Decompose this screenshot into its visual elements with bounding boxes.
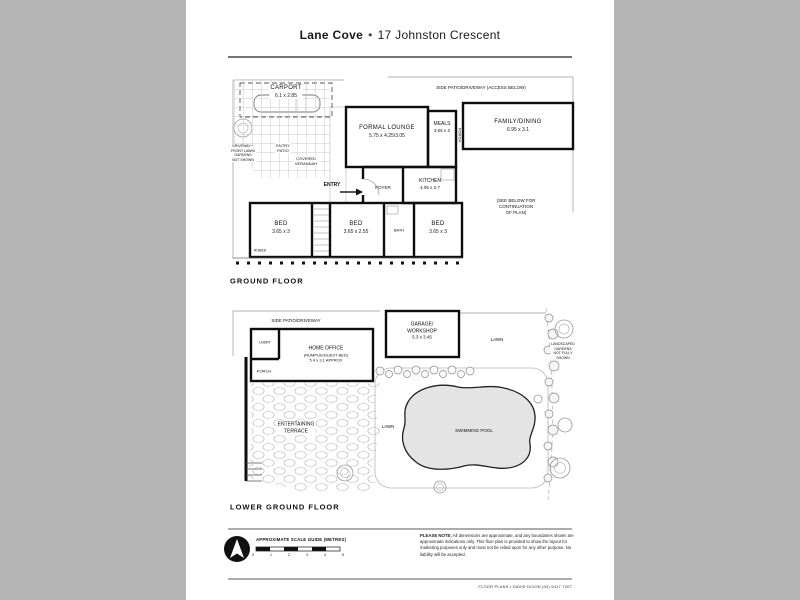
room-label-home-office: HOME OFFICE (RUMPUS/GUEST BED) 5.4 x 3.1… [303,345,349,363]
scale-tick: 3 [306,553,308,557]
room-label-family-dining: FAMILY/DINING 6.95 x 3.1 [494,118,542,133]
label-entertaining-terrace: ENTERTAINING TERRACE [276,421,316,435]
label-covered-verandah: COVERED VERANDAH [293,155,319,167]
page-title: Lane Cove • 17 Johnston Crescent [186,28,614,42]
label-entry-patio: ENTRY PATIO [275,142,291,154]
scale-tick: 1 [270,553,272,557]
room-label-carport: CARPORT 6.1 x 2.85 [269,84,303,100]
label-side-patio-gf: SIDE PATIO/DRIVEWAY (ACCESS BELOW) [436,85,526,91]
label-entry: ENTRY [323,181,341,188]
label-side-patio-lgf: SIDE PATIO/DRIVEWAY [271,318,321,324]
disclaimer-lead: PLEASE NOTE: [420,533,452,538]
room-label-kitchen: KITCHEN 4.05 x 2.7 [419,177,441,190]
note-driveway-not-shown: DRIVEWAY + FRONT LAWN/ GARDENS NOT SHOWN [230,143,256,163]
label-lawn-lower: LAWN [380,424,396,430]
scale-tick: 4 [324,553,326,557]
scale-guide-label: APPROXIMATE SCALE GUIDE (METRES) [256,537,347,542]
room-label-bath: BATH [393,227,405,233]
label-porch-lgf: PORCH [256,368,272,374]
scale-ticks: 0 1 2 3 4 5 [252,553,344,557]
room-label-formal-lounge: FORMAL LOUNGE 5.75 x 4.25/3.05 [359,124,415,139]
terrace-flagstones [248,383,380,491]
label-lawn-upper: LAWN [490,337,504,343]
room-label-bed2: BED 3.65 x 2.55 [343,220,369,235]
note-continuation: (SEE BELOW FOR CONTINUATION OF PLAN) [496,198,536,215]
disclaimer-note: PLEASE NOTE: All dimensions are approxim… [420,533,574,558]
disclaimer-body: All dimensions are approximate, and any … [420,533,574,557]
room-label-laundry: LNDRY [259,340,271,345]
scale-tick: 0 [252,553,254,557]
label-porch-gf: PORCH [457,127,463,143]
street-address: 17 Johnston Crescent [377,28,501,42]
room-label-bed1: BED 3.65 x 3 [272,220,290,235]
suburb-name: Lane Cove [299,28,364,42]
label-foyer: FOYER [375,185,391,191]
credit-line: FLOOR PLANS • DAVID DIXON (02) 9417 7207 [478,584,572,589]
note-landscaped-gardens: LANDSCAPED GARDENS NOT FULLY SHOWN [550,341,576,361]
section-label-lower-ground-floor: LOWER GROUND FLOOR [230,502,340,512]
scale-tick: 5 [342,553,344,557]
room-label-bed3: BED 3.65 x 3 [429,220,447,235]
scale-tick: 2 [288,553,290,557]
room-label-garage: GARAGE/ WORKSHOP 5.3 x 3.45 [407,321,437,340]
label-swimming-pool: SWIMMING POOL [455,428,493,434]
room-label-meals: MEALS 3.05 x 2 [433,120,451,133]
section-label-ground-floor: GROUND FLOOR [230,276,304,286]
title-separator: • [368,28,373,42]
label-robes: ROBES [253,248,267,253]
